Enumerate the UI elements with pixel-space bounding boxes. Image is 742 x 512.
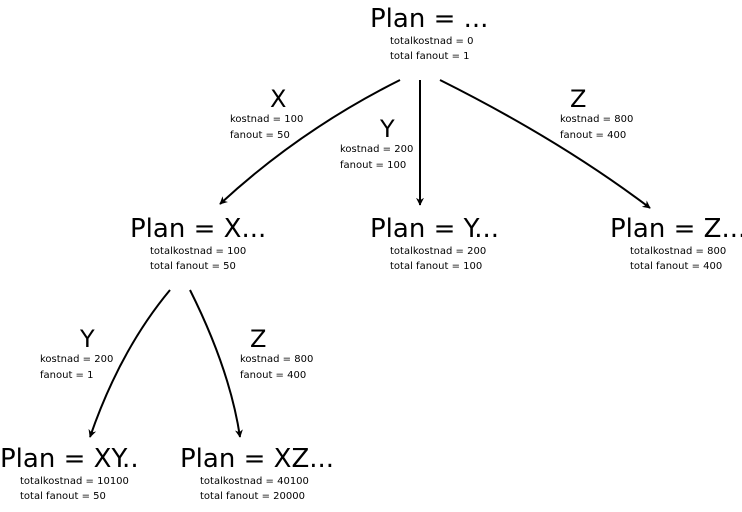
edge-letter: X <box>270 85 287 113</box>
arrow-root-to-x <box>219 79 401 205</box>
arrow-x-to-xz <box>189 289 243 438</box>
plan-node-title: Plan = XZ... <box>180 444 335 474</box>
edge-fanout: fanout = 1 <box>40 370 94 381</box>
plan-node-xz: Plan = XZ... totalkostnad = 40100 total … <box>180 444 334 504</box>
edge-cost: kostnad = 800 <box>240 354 314 365</box>
edge-fanout: fanout = 50 <box>230 130 290 141</box>
arrow-x-to-xy <box>88 289 171 438</box>
edge-letter: Y <box>80 325 95 353</box>
plan-node-title: Plan = X... <box>130 214 267 244</box>
edge-fanout: fanout = 400 <box>560 130 627 141</box>
edge-letter: Z <box>570 85 587 113</box>
edge-label-root-x: X kostnad = 100 fanout = 50 <box>230 86 303 144</box>
edge-cost: kostnad = 800 <box>560 114 634 125</box>
edge-cost: kostnad = 200 <box>340 144 414 155</box>
edge-letter: Z <box>250 325 267 353</box>
plan-node-x: Plan = X... totalkostnad = 100 total fan… <box>130 214 266 274</box>
edge-cost: kostnad = 200 <box>40 354 114 365</box>
arrow-root-to-z <box>439 79 651 209</box>
plan-node-total-fanout: total fanout = 20000 <box>200 491 305 502</box>
plan-node-total-cost: totalkostnad = 0 <box>390 36 474 47</box>
plan-node-total-fanout: total fanout = 400 <box>630 261 723 272</box>
edge-fanout: fanout = 400 <box>240 370 307 381</box>
plan-node-y: Plan = Y... totalkostnad = 200 total fan… <box>370 214 499 274</box>
edge-fanout: fanout = 100 <box>340 160 407 171</box>
edge-label-x-xz: Z kostnad = 800 fanout = 400 <box>240 326 313 384</box>
edge-letter: Y <box>380 115 395 143</box>
plan-node-title: Plan = Z... <box>610 214 742 244</box>
plan-node-total-cost: totalkostnad = 40100 <box>200 476 309 487</box>
plan-node-z: Plan = Z... totalkostnad = 800 total fan… <box>610 214 742 274</box>
plan-node-title: Plan = Y... <box>370 214 500 244</box>
plan-node-total-fanout: total fanout = 1 <box>390 51 470 62</box>
plan-node-xy: Plan = XY.. totalkostnad = 10100 total f… <box>0 444 139 504</box>
plan-node-total-cost: totalkostnad = 100 <box>150 246 247 257</box>
plan-node-total-cost: totalkostnad = 800 <box>630 246 727 257</box>
edge-cost: kostnad = 100 <box>230 114 304 125</box>
edge-label-root-z: Z kostnad = 800 fanout = 400 <box>560 86 633 144</box>
plan-node-root: Plan = ... totalkostnad = 0 total fanout… <box>370 4 488 64</box>
plan-node-total-cost: totalkostnad = 200 <box>390 246 487 257</box>
plan-node-title: Plan = ... <box>370 4 489 34</box>
edge-label-x-xy: Y kostnad = 200 fanout = 1 <box>40 326 113 384</box>
plan-node-total-cost: totalkostnad = 10100 <box>20 476 129 487</box>
edge-label-root-y: Y kostnad = 200 fanout = 100 <box>340 116 413 174</box>
plan-node-total-fanout: total fanout = 100 <box>390 261 483 272</box>
plan-node-total-fanout: total fanout = 50 <box>150 261 236 272</box>
plan-node-total-fanout: total fanout = 50 <box>20 491 106 502</box>
plan-node-title: Plan = XY.. <box>0 444 139 474</box>
